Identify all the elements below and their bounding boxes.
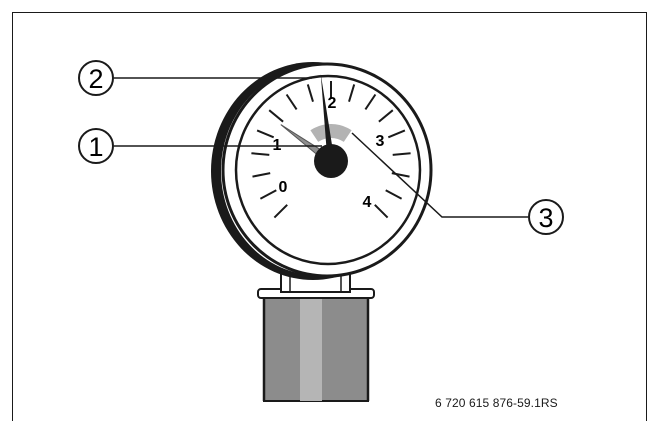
scale-tick	[259, 189, 277, 200]
pressure-pointer	[320, 73, 335, 162]
scale-tick	[268, 109, 284, 123]
callout-1: 1	[78, 128, 114, 164]
figure-frame	[12, 12, 647, 421]
callout-leader-3	[351, 132, 528, 218]
pointer-hub	[314, 144, 348, 178]
scale-tick	[285, 93, 298, 110]
figure-code: 6 720 615 876-59.1RS	[435, 396, 558, 410]
scale-ticks	[251, 81, 411, 219]
green-zone-arc	[310, 124, 352, 143]
scale-tick	[348, 84, 356, 102]
callout-2: 2	[78, 60, 114, 96]
scale-label-3: 3	[376, 133, 385, 150]
scale-tick	[392, 152, 411, 156]
scale-tick	[251, 152, 270, 156]
callout-number: 2	[88, 64, 103, 94]
scale-label-2: 2	[328, 95, 337, 112]
callout-3: 3	[528, 199, 564, 235]
scale-tick	[385, 189, 403, 200]
scale-tick	[374, 204, 389, 219]
scale-label-0: 0	[279, 179, 288, 196]
pipe	[257, 288, 375, 402]
callout-number: 1	[88, 132, 103, 162]
scale-tick	[306, 84, 314, 102]
scale-tick	[387, 129, 406, 139]
scale-tick	[252, 172, 271, 178]
callout-number: 3	[538, 203, 553, 233]
scale-tick	[378, 109, 394, 123]
scale-tick	[364, 93, 377, 110]
scale-tick	[273, 204, 288, 219]
scale-tick	[256, 129, 275, 139]
scale-label-4: 4	[363, 194, 372, 211]
